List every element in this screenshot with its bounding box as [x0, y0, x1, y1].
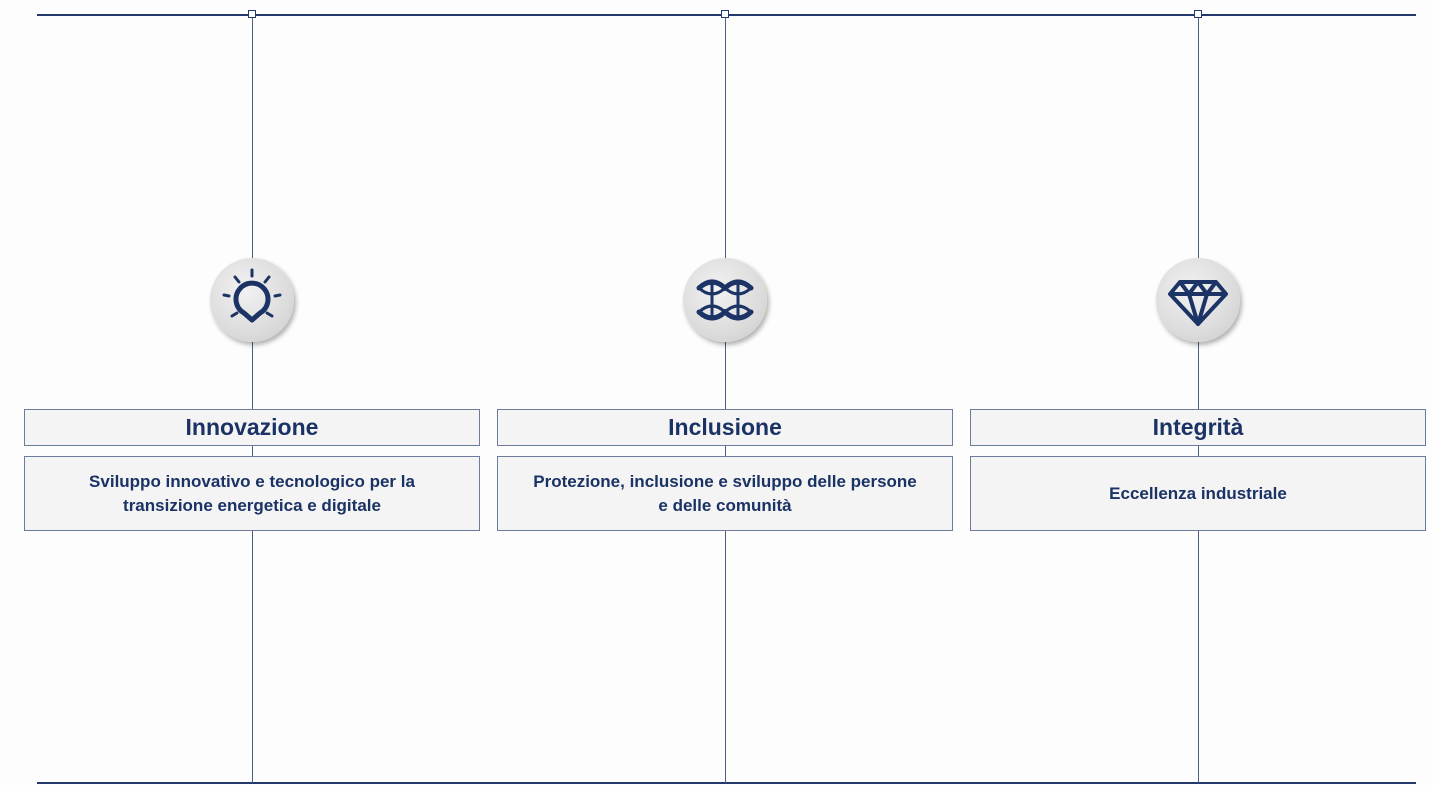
pillar-1-title: Innovazione	[24, 409, 480, 446]
pillar-1-description: Sviluppo innovativo e tecnologico per la…	[24, 456, 480, 531]
pillar-1-description-text: Sviluppo innovativo e tecnologico per la…	[89, 471, 415, 515]
lightbulb-icon	[210, 258, 294, 342]
column-3-node	[1194, 10, 1202, 18]
pillar-1-title-text: Innovazione	[185, 414, 319, 440]
interlinked-arcs-icon	[683, 258, 767, 342]
pillar-3-title: Integrità	[970, 409, 1426, 446]
pillar-3-description-text: Eccellenza industriale	[1109, 483, 1287, 503]
bottom-rule	[37, 782, 1416, 784]
pillar-2-description: Protezione, inclusione e sviluppo delle …	[497, 456, 953, 531]
column-1-node	[248, 10, 256, 18]
column-2-node	[721, 10, 729, 18]
column-3-axis	[1198, 16, 1199, 783]
pillar-2-title: Inclusione	[497, 409, 953, 446]
column-1-axis	[252, 16, 253, 783]
pillar-3-description: Eccellenza industriale	[970, 456, 1426, 531]
pillar-2-description-text: Protezione, inclusione e sviluppo delle …	[533, 471, 917, 515]
diamond-icon	[1156, 258, 1240, 342]
pillar-2-title-text: Inclusione	[668, 414, 782, 440]
pillar-3-title-text: Integrità	[1152, 414, 1244, 440]
column-2-axis	[725, 16, 726, 783]
